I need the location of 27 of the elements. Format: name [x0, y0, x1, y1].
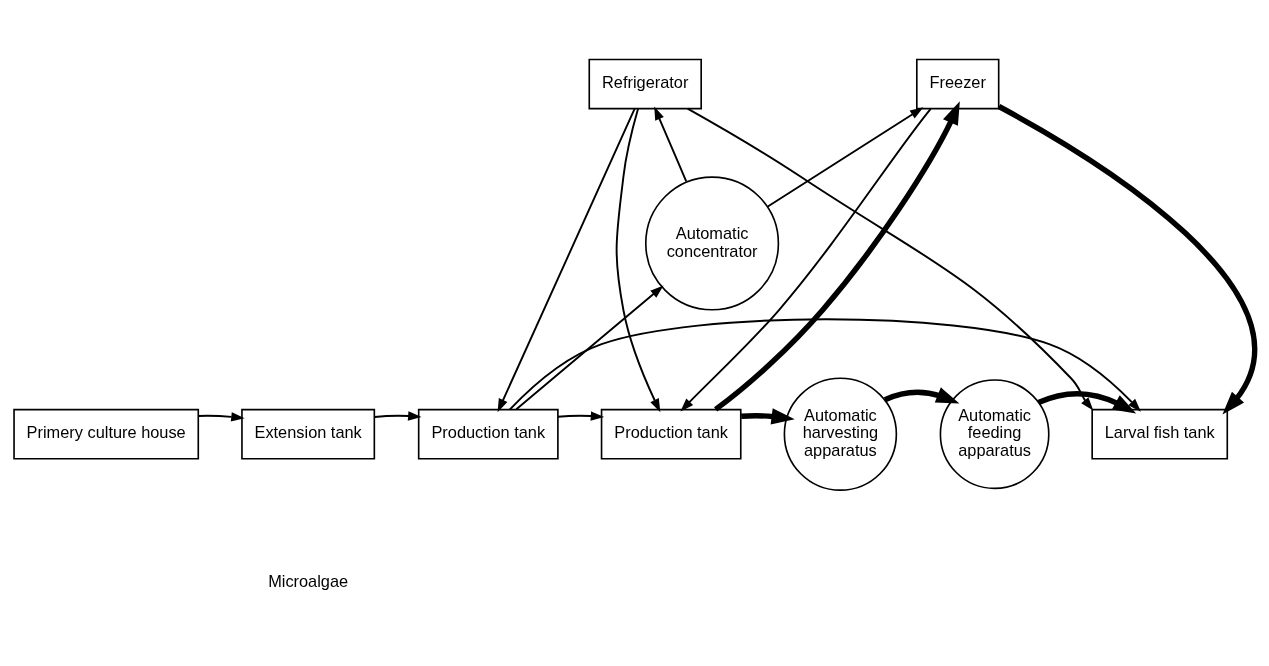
node-circle: Automatic feeding apparatus	[939, 378, 1050, 489]
arrow	[497, 107, 636, 412]
node-box: Extension tank	[241, 408, 376, 460]
node-box: Production tank	[600, 408, 742, 460]
arrow	[557, 410, 605, 421]
arrow	[515, 285, 664, 410]
arrow	[508, 317, 1141, 412]
node-circle: Automatic concentrator	[644, 175, 780, 311]
arrow	[654, 106, 688, 182]
arrow	[686, 107, 1094, 410]
node-box: Refrigerator	[588, 58, 702, 109]
arrow	[741, 407, 795, 424]
arrow	[615, 107, 661, 412]
node-circle: Automatic harvesting apparatus	[783, 376, 898, 491]
node-box: Larval fish tank	[1091, 408, 1229, 460]
arrow	[197, 411, 245, 421]
arrow	[997, 103, 1258, 414]
label: Microalgae	[268, 571, 349, 590]
arrow	[883, 386, 960, 404]
node-box: Freezer	[915, 58, 1000, 109]
arrow	[1037, 390, 1137, 414]
arrow	[680, 107, 932, 411]
arrow	[766, 106, 924, 207]
node-box: Primery culture house	[13, 408, 200, 460]
arrow	[714, 100, 960, 412]
node-box: Production tank	[417, 408, 559, 460]
arrow	[373, 410, 422, 421]
